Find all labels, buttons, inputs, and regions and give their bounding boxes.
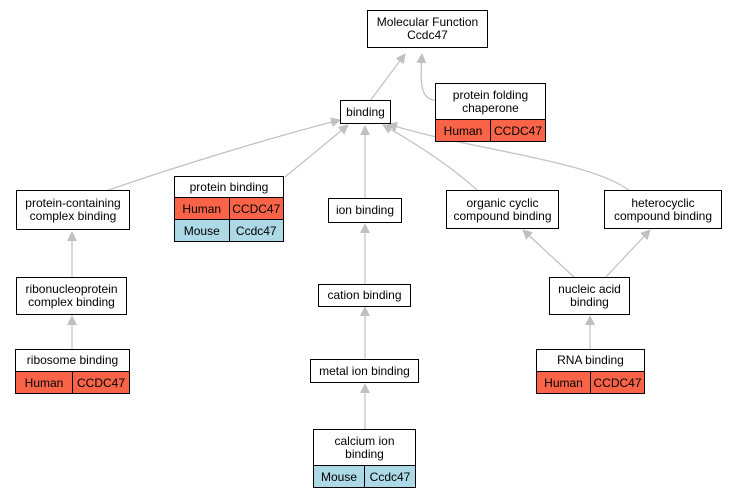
species-cell-mouse: Mouse [314, 466, 364, 487]
species-cell-human: Human [16, 372, 72, 393]
node-label: metal ion binding [319, 363, 410, 378]
gene-row: Human CCDC47 [16, 371, 129, 393]
gene-row: Mouse Ccdc47 [175, 219, 283, 241]
gene-link-ccdc47[interactable]: CCDC47 [490, 120, 545, 141]
node-label: cation binding [327, 288, 402, 302]
species-cell-human: Human [436, 120, 490, 141]
edge-protein-binding-to-binding [284, 124, 349, 178]
node-binding[interactable]: binding [340, 100, 391, 124]
node-protein-binding[interactable]: protein binding Human CCDC47 Mouse Ccdc4… [174, 176, 284, 242]
gene-link-ccdc47[interactable]: CCDC47 [590, 372, 644, 393]
gene-row: Mouse Ccdc47 [314, 465, 415, 487]
edge-heterocyclic-to-binding [387, 121, 631, 192]
node-label: ion binding [335, 203, 395, 217]
species-cell-mouse: Mouse [175, 220, 229, 241]
node-label: protein binding [189, 179, 269, 194]
node-metal-ion-binding[interactable]: metal ion binding [310, 359, 419, 383]
node-rna-binding[interactable]: RNA binding Human CCDC47 [536, 349, 645, 394]
species-cell-human: Human [175, 198, 229, 219]
gene-link-ccdc47[interactable]: CCDC47 [72, 372, 129, 393]
edge-chaperone-to-molecular-function [416, 53, 436, 101]
node-ribosome-binding[interactable]: ribosome binding Human CCDC47 [15, 349, 130, 394]
gene-link-ccdc47-mouse[interactable]: Ccdc47 [228, 220, 283, 241]
edge-binding-to-molecular-function [369, 53, 406, 102]
gene-link-ccdc47-mouse[interactable]: Ccdc47 [364, 466, 415, 487]
node-cation-binding[interactable]: cation binding [318, 284, 411, 307]
edge-nucleic-acid-to-heterocyclic [604, 229, 651, 279]
node-label: ribosome binding [26, 353, 119, 367]
species-cell-human: Human [537, 372, 590, 393]
node-ion-binding[interactable]: ion binding [328, 198, 402, 223]
gene-link-ccdc47[interactable]: CCDC47 [228, 198, 283, 219]
gene-row: Human CCDC47 [537, 371, 644, 393]
edge-complex-binding-to-binding [105, 117, 341, 192]
node-label: RNA binding [557, 353, 624, 367]
node-label: binding [346, 104, 385, 119]
edge-nucleic-acid-to-organic-cyclic [522, 229, 576, 279]
gene-row: Human CCDC47 [436, 119, 545, 141]
gene-row: Human CCDC47 [175, 197, 283, 219]
